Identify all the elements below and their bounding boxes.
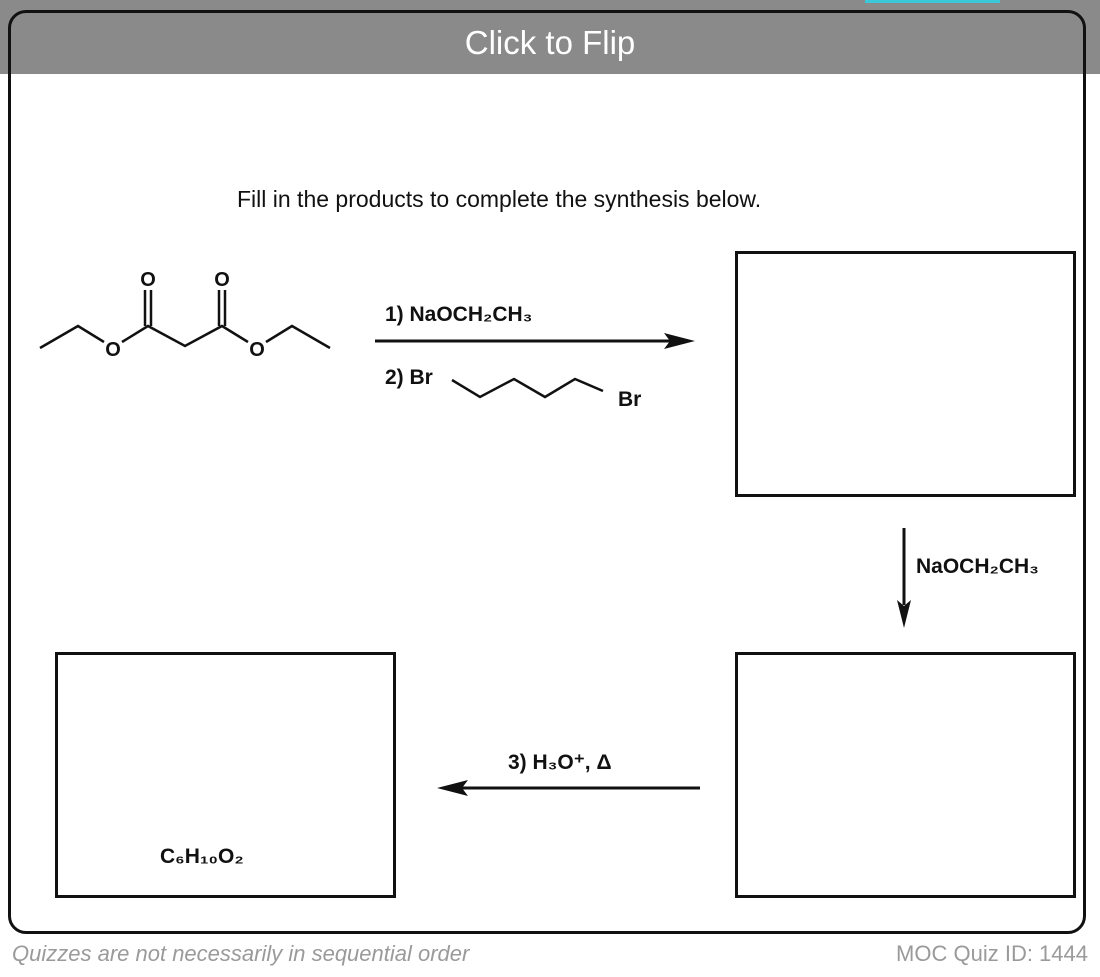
step3-reagent: 3) H₃O⁺, Δ [508,751,612,774]
quiz-id: MOC Quiz ID: 1444 [896,941,1088,966]
arrow-step2 [897,528,911,628]
carbonyl-oxygen-left: O [140,269,156,291]
diethyl-malonate-structure [39,290,331,350]
ester-oxygen-right: O [249,339,265,361]
dibromobutane-chain [451,377,604,399]
flashcard[interactable] [8,10,1086,934]
arrow-step1 [375,333,695,349]
instruction-text: Fill in the products to complete the syn… [237,186,762,212]
step2-reagent: NaOCH₂CH₃ [916,555,1039,578]
final-formula: C₆H₁₀O₂ [160,845,244,868]
bromine-label: Br [618,388,642,411]
step1-reagent-base: 1) NaOCH₂CH₃ [385,303,533,326]
product-box-final[interactable] [55,652,396,898]
product-box-1[interactable] [735,251,1076,497]
carbonyl-oxygen-right: O [214,269,230,291]
accent-tab [865,0,1000,3]
step1-reagent-alkyl-halide: 2) Br [385,366,433,389]
product-box-2[interactable] [735,652,1076,898]
click-to-flip-button[interactable]: Click to Flip [464,24,636,61]
footer-note: Quizzes are not necessarily in sequentia… [12,941,470,966]
ester-oxygen-left: O [105,339,121,361]
arrow-step3 [437,780,700,796]
